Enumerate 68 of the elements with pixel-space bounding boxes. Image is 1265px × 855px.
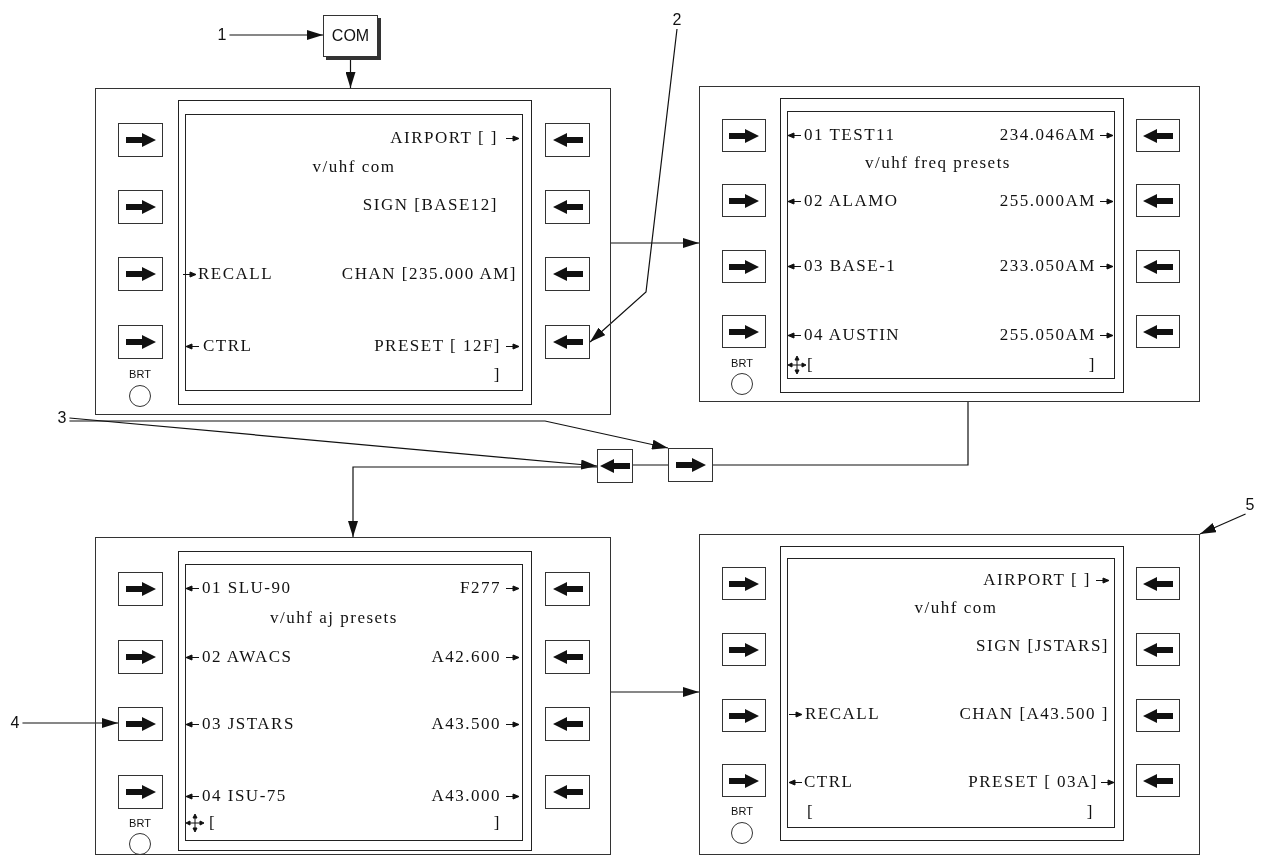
- connector-line: [632, 464, 669, 466]
- arrow: [610, 687, 700, 697]
- screen-text: RECALL: [805, 704, 881, 724]
- screen-text: 02 AWACS: [202, 647, 293, 667]
- leader-line: [21, 718, 119, 728]
- screen-text: CHAN [235.000 AM]: [341, 264, 517, 284]
- screen-text: F277: [460, 578, 501, 598]
- leader-line: [68, 417, 598, 470]
- screen-text: CTRL: [804, 772, 854, 792]
- callout-number: 1: [217, 26, 227, 44]
- screen-text: 02 ALAMO: [804, 191, 899, 211]
- screen-text: 234.046AM: [999, 125, 1096, 145]
- screen-text: 01 SLU-90: [202, 578, 292, 598]
- screen-text: AIRPORT [ ]: [983, 570, 1091, 590]
- arrow-key: [668, 448, 713, 482]
- screen-text: ]: [1086, 802, 1094, 822]
- leader-line: [68, 420, 669, 450]
- screen-text: v/uhf freq presets: [865, 153, 1011, 173]
- callout-number: 5: [1245, 496, 1255, 514]
- leader-line: [589, 28, 678, 343]
- key-button: COM: [323, 15, 378, 57]
- screen-text: 01 TEST11: [804, 125, 896, 145]
- screen-text: 255.050AM: [999, 325, 1096, 345]
- screen-text: CTRL: [203, 336, 253, 356]
- callout-number: 3: [57, 409, 67, 427]
- screen-text: PRESET [ 03A]: [968, 772, 1098, 792]
- screen-text: A43.000: [431, 786, 501, 806]
- arrow-key: [118, 707, 163, 741]
- knob-label: BRT: [731, 804, 753, 818]
- screen-text: [: [807, 802, 815, 822]
- screen-text: A43.500: [431, 714, 501, 734]
- screen-text: SIGN [JSTARS]: [976, 636, 1109, 656]
- arrow-key: [597, 449, 633, 483]
- leader-line: [228, 30, 324, 40]
- connector-line: [712, 401, 969, 466]
- screen-text: 255.000AM: [999, 191, 1096, 211]
- screen-text: A42.600: [431, 647, 501, 667]
- arrow: [610, 238, 700, 248]
- screen-text: v/uhf aj presets: [270, 608, 398, 628]
- display-panel: [95, 537, 611, 855]
- screen-text: [: [807, 355, 815, 375]
- display-panel: [95, 88, 611, 415]
- screen-text: AIRPORT [ ]: [390, 128, 498, 148]
- screen-text: PRESET [ 12F]: [374, 336, 501, 356]
- screen-text: ]: [1088, 355, 1096, 375]
- callout-number: 4: [10, 714, 20, 732]
- screen-text: SIGN [BASE12]: [362, 195, 498, 215]
- screen-text: RECALL: [198, 264, 274, 284]
- screen-text: [: [209, 813, 217, 833]
- screen-text: v/uhf com: [312, 157, 396, 177]
- callout-number: 2: [672, 11, 682, 29]
- screen-text: 233.050AM: [999, 256, 1096, 276]
- screen-text: 03 JSTARS: [202, 714, 295, 734]
- screen-text: ]: [493, 813, 501, 833]
- display-panel: [699, 534, 1200, 855]
- screen-text: ]: [493, 365, 501, 385]
- arrow: [348, 466, 598, 538]
- arrow-key: [545, 325, 590, 359]
- screen-text: 04 ISU-75: [202, 786, 287, 806]
- knob-label: BRT: [129, 367, 151, 381]
- screen-text: CHAN [A43.500 ]: [959, 704, 1109, 724]
- knob-label: BRT: [731, 356, 753, 370]
- screen-text: 03 BASE-1: [804, 256, 897, 276]
- screen-text: v/uhf com: [914, 598, 998, 618]
- screen-text: 04 AUSTIN: [804, 325, 901, 345]
- display-panel: [699, 86, 1200, 402]
- knob-label: BRT: [129, 816, 151, 830]
- leader-line: [1199, 513, 1247, 535]
